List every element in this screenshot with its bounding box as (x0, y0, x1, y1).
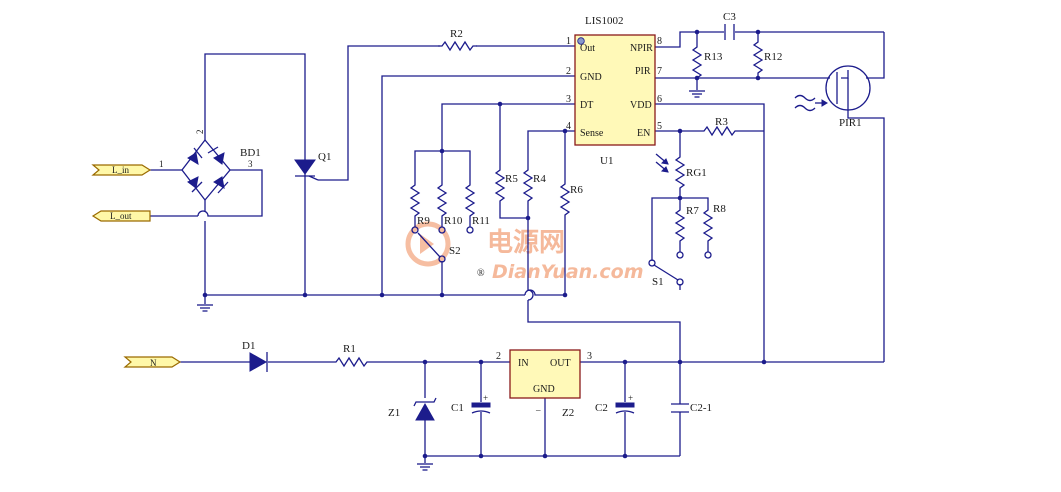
port-l-in-label: L_in (112, 165, 129, 175)
port-n[interactable]: N (123, 356, 182, 368)
r2-label: R2 (450, 28, 463, 40)
z2-pin-in: IN (518, 358, 529, 369)
r9-label: R9 (417, 215, 430, 227)
regulator-z2: IN OUT GND 2 3 – Z2 (496, 349, 592, 419)
rg1-label: RG1 (686, 167, 707, 179)
z2-minus: – (535, 405, 541, 415)
r11-label: R11 (472, 215, 490, 227)
diode-d1: D1 (242, 340, 268, 372)
r13-label: R13 (704, 51, 723, 63)
port-n-label: N (150, 358, 157, 368)
z2-pin-gnd: GND (533, 384, 555, 395)
r1-label: R1 (343, 343, 356, 355)
watermark-cn: 电源网 (487, 228, 565, 258)
pir1-label: PIR1 (839, 117, 862, 129)
c1-label: C1 (451, 402, 464, 414)
thyristor-q1: Q1 (294, 151, 331, 186)
resistor-r8: R8 (703, 203, 726, 259)
u1-pin-gnd: GND (580, 72, 602, 83)
c2-plus: + (628, 393, 633, 403)
u1-pin-6-num: 6 (657, 94, 662, 105)
resistor-r3: R3 (699, 116, 740, 136)
u1-pin-vdd: VDD (630, 100, 652, 111)
q1-label: Q1 (318, 151, 331, 163)
r5-label: R5 (505, 173, 518, 185)
u1-pin-3-num: 3 (566, 94, 571, 105)
junctions (202, 29, 767, 459)
c1-plus: + (483, 393, 488, 403)
resistor-r12: R12 (753, 37, 782, 78)
bd1-pin-3: 3 (248, 159, 253, 169)
resistor-r1: R1 (331, 343, 372, 367)
u1-pin-1-num: 1 (566, 36, 571, 47)
resistor-r10: R10 (437, 180, 463, 234)
r10-label: R10 (444, 215, 463, 227)
resistor-r13: R13 (692, 42, 723, 83)
ic-u1: LIS1002 U1 1 Out 2 GND 3 DT 4 Sense 8 NP… (566, 15, 662, 167)
resistor-r9: R9 (410, 180, 430, 234)
u1-pin-5-num: 5 (657, 121, 662, 132)
resistor-r7: R7 (675, 205, 699, 259)
capacitor-c2: + C2 (595, 393, 635, 414)
c2-label: C2 (595, 402, 608, 414)
pir-sensor-pir1: PIR1 (794, 65, 871, 129)
r7-label: R7 (686, 205, 699, 217)
switch-s1[interactable]: S1 (648, 259, 684, 288)
u1-pin-npir: NPIR (630, 43, 653, 54)
s2-label: S2 (449, 245, 461, 257)
r12-label: R12 (764, 51, 782, 63)
switch-s2[interactable]: S2 (438, 245, 461, 263)
r4-label: R4 (533, 173, 546, 185)
u1-pin-8-num: 8 (657, 36, 662, 47)
port-l-out-label: L_out (110, 211, 132, 221)
port-l-out[interactable]: L_out (91, 210, 151, 222)
r3-label: R3 (715, 116, 728, 128)
ground-icon (688, 90, 706, 98)
photoresistor-rg1: RG1 (655, 152, 707, 193)
u1-label: U1 (600, 155, 613, 167)
u1-pin-2-num: 2 (566, 66, 571, 77)
watermark-reg: ® (477, 268, 485, 279)
r6-label: R6 (570, 184, 583, 196)
bd1-pin-1: 1 (159, 159, 164, 169)
c3-label: C3 (723, 11, 736, 23)
port-l-in[interactable]: L_in (91, 164, 152, 176)
resistor-r11: R11 (465, 180, 490, 234)
u1-pin-out: Out (580, 43, 595, 54)
bd1-pin-2: 2 (195, 130, 205, 135)
resistor-r2: R2 (437, 28, 478, 51)
z2-pin-3-num: 3 (587, 351, 592, 362)
zener-z1: Z1 (388, 397, 437, 421)
bridge-rectifier-bd1: 2 1 3 BD1 (159, 130, 261, 202)
watermark-en: DianYuan.com (492, 261, 644, 283)
u1-pin-sense: Sense (580, 128, 604, 139)
resistor-r4: R4 (523, 165, 546, 206)
c2-1-label: C2-1 (690, 402, 712, 414)
u1-part-label: LIS1002 (585, 15, 624, 27)
u1-pin-4-num: 4 (566, 121, 571, 132)
u1-pin-7-num: 7 (657, 66, 662, 77)
resistor-r5: R5 (495, 165, 518, 206)
capacitor-c1: + C1 (451, 393, 491, 414)
z1-label: Z1 (388, 407, 400, 419)
watermark: 电源网 ® DianYuan.com (405, 221, 644, 283)
capacitor-c2-1: C2-1 (671, 402, 712, 414)
ground-icon (416, 463, 434, 471)
u1-pin-en: EN (637, 128, 650, 139)
u1-pin-dt: DT (580, 100, 593, 111)
r8-label: R8 (713, 203, 726, 215)
z2-pin-out: OUT (550, 358, 571, 369)
ground-icon (196, 304, 214, 312)
s1-label: S1 (652, 276, 664, 288)
z2-label: Z2 (562, 407, 574, 419)
resistor-r6: R6 (560, 179, 583, 220)
bd1-label: BD1 (240, 147, 261, 159)
d1-label: D1 (242, 340, 255, 352)
capacitor-c3: C3 (723, 11, 736, 40)
u1-pin-pir: PIR (635, 66, 651, 77)
z2-pin-2-num: 2 (496, 351, 501, 362)
